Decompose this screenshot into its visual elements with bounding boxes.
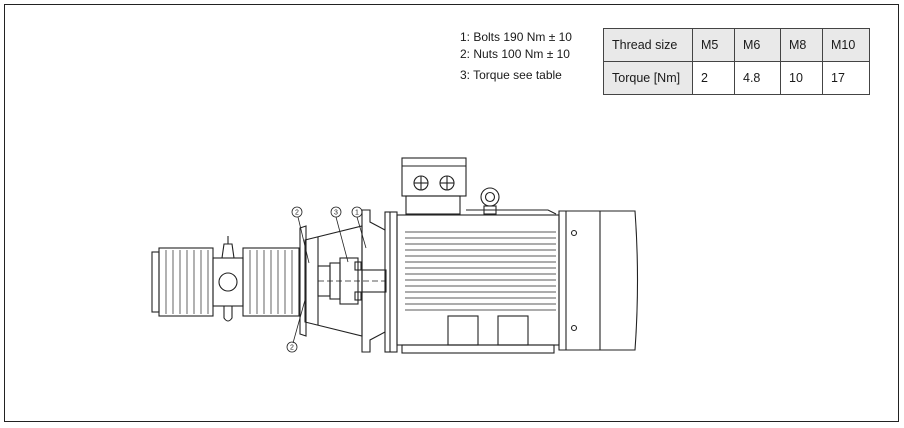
torque-table-header-row: Thread size M5 M6 M8 M10 <box>603 28 870 62</box>
bell-housing <box>299 209 387 353</box>
header-m6: M6 <box>734 28 781 62</box>
terminal-box-base <box>405 195 461 215</box>
terminal-screw-icon <box>413 175 429 191</box>
header-m10: M10 <box>822 28 870 62</box>
value-m6: 4.8 <box>734 61 781 95</box>
callout-label: 3 <box>334 210 338 217</box>
drawing-frame <box>4 4 899 422</box>
row-label-torque: Torque [Nm] <box>603 61 693 95</box>
terminal-screw-icon <box>439 175 455 191</box>
pump-cylinder-left <box>158 247 214 317</box>
value-m8: 10 <box>780 61 823 95</box>
header-m5: M5 <box>692 28 735 62</box>
torque-table: Thread size M5 M6 M8 M10 Torque [Nm] 2 4… <box>603 28 870 95</box>
cooling-fins <box>405 231 556 311</box>
callout-label: 2 <box>290 345 294 352</box>
callout-label: 2 <box>295 210 299 217</box>
fan-cowl <box>558 210 639 351</box>
torque-table-value-row: Torque [Nm] 2 4.8 10 17 <box>603 61 870 95</box>
pump-valve-body <box>212 257 244 307</box>
callouts <box>286 206 367 353</box>
header-m8: M8 <box>780 28 823 62</box>
note-bolts: 1: Bolts 190 Nm ± 10 <box>460 30 572 44</box>
note-nuts: 2: Nuts 100 Nm ± 10 <box>460 47 570 61</box>
callout-label: 1 <box>355 210 359 217</box>
value-m10: 17 <box>822 61 870 95</box>
motor <box>384 157 639 354</box>
motor-base <box>401 344 555 354</box>
value-m5: 2 <box>692 61 735 95</box>
terminal-box <box>401 157 467 197</box>
note-torque-table: 3: Torque see table <box>460 68 562 82</box>
pump-cylinder-right <box>242 247 300 317</box>
pump <box>151 236 300 322</box>
torque-notes: 1: Bolts 190 Nm ± 10 2: Nuts 100 Nm ± 10… <box>460 29 572 84</box>
